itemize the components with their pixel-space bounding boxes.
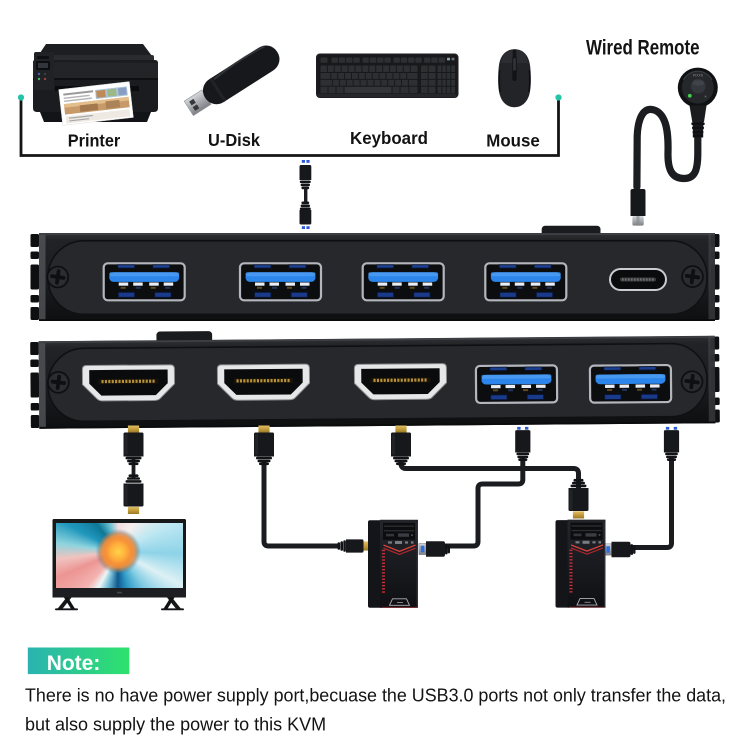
svg-text:Keyboard: Keyboard: [350, 128, 428, 148]
svg-text:PIXXS: PIXXS: [693, 74, 704, 78]
svg-text:There is no have power supply: There is no have power supply port,becua…: [25, 686, 726, 706]
svg-text:Printer: Printer: [68, 131, 121, 151]
svg-text:Mouse: Mouse: [486, 131, 540, 151]
svg-text:U-Disk: U-Disk: [208, 130, 260, 150]
svg-text:Note:: Note:: [47, 652, 101, 675]
svg-text:Wired Remote: Wired Remote: [586, 37, 700, 60]
svg-text:but also supply the power to t: but also supply the power to this KVM: [25, 715, 326, 735]
